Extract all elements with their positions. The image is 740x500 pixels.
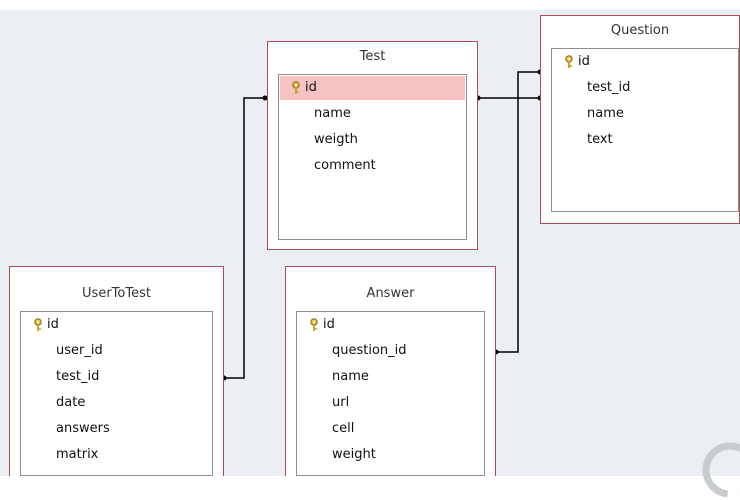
field-row[interactable]: id	[22, 313, 211, 337]
table-answer[interactable]: Answer id question_id name url cell weig…	[285, 266, 496, 476]
field-row[interactable]: id	[298, 313, 483, 337]
field-label: name	[314, 106, 351, 121]
table-usertotest[interactable]: UserToTest id user_id test_id date answe…	[9, 266, 224, 476]
field-row[interactable]: matrix	[22, 443, 211, 467]
field-label: weigth	[314, 132, 358, 147]
key-icon	[310, 318, 318, 331]
relationship-usertotest-test	[224, 97, 265, 379]
field-label: text	[587, 132, 613, 147]
table-title: Question	[610, 23, 670, 38]
field-label: id	[47, 317, 59, 332]
table-title: Answer	[366, 286, 415, 301]
field-row[interactable]: id	[553, 50, 737, 74]
field-list: id user_id test_id date answers matrix	[20, 311, 213, 476]
field-row[interactable]: date	[22, 391, 211, 415]
field-label: id	[323, 317, 335, 332]
field-list: id test_id name text	[551, 48, 739, 212]
field-label: url	[332, 395, 350, 410]
field-row[interactable]: user_id	[22, 339, 211, 363]
table-title: UserToTest	[82, 286, 151, 301]
field-label: matrix	[56, 447, 99, 462]
field-row[interactable]: test_id	[22, 365, 211, 389]
table-test[interactable]: Test id name weigth comment	[267, 41, 478, 250]
field-row[interactable]: test_id	[553, 76, 737, 100]
field-row[interactable]: name	[553, 102, 737, 126]
field-row[interactable]: comment	[280, 154, 465, 178]
field-row[interactable]: answers	[22, 417, 211, 441]
table-title: Test	[359, 49, 386, 64]
field-label: cell	[332, 421, 355, 436]
table-question[interactable]: Question id test_id name text	[540, 15, 740, 224]
field-label: name	[587, 106, 624, 121]
field-label: user_id	[56, 343, 103, 358]
field-row[interactable]: question_id	[298, 339, 483, 363]
field-label: comment	[314, 158, 376, 173]
field-label: date	[56, 395, 86, 410]
field-list: id question_id name url cell weight	[296, 311, 485, 476]
field-list: id name weigth comment	[278, 74, 467, 240]
field-row[interactable]: url	[298, 391, 483, 415]
key-icon	[292, 81, 300, 94]
field-row[interactable]: weigth	[280, 128, 465, 152]
field-label: test_id	[56, 369, 100, 384]
field-row[interactable]: text	[553, 128, 737, 152]
relationship-answer-question	[496, 71, 540, 353]
field-row[interactable]: id	[280, 76, 465, 100]
field-row[interactable]: weight	[298, 443, 483, 467]
field-label: id	[305, 80, 317, 95]
field-label: weight	[332, 447, 376, 462]
field-label: question_id	[332, 343, 407, 358]
key-icon	[565, 55, 573, 68]
field-label: id	[578, 54, 590, 69]
connector-dot	[262, 95, 268, 101]
field-label: test_id	[587, 80, 631, 95]
key-icon	[34, 318, 42, 331]
field-row[interactable]: name	[280, 102, 465, 126]
field-label: name	[332, 369, 369, 384]
field-row[interactable]: name	[298, 365, 483, 389]
field-row[interactable]: cell	[298, 417, 483, 441]
field-label: answers	[56, 421, 110, 436]
loading-ring-icon	[702, 442, 740, 498]
